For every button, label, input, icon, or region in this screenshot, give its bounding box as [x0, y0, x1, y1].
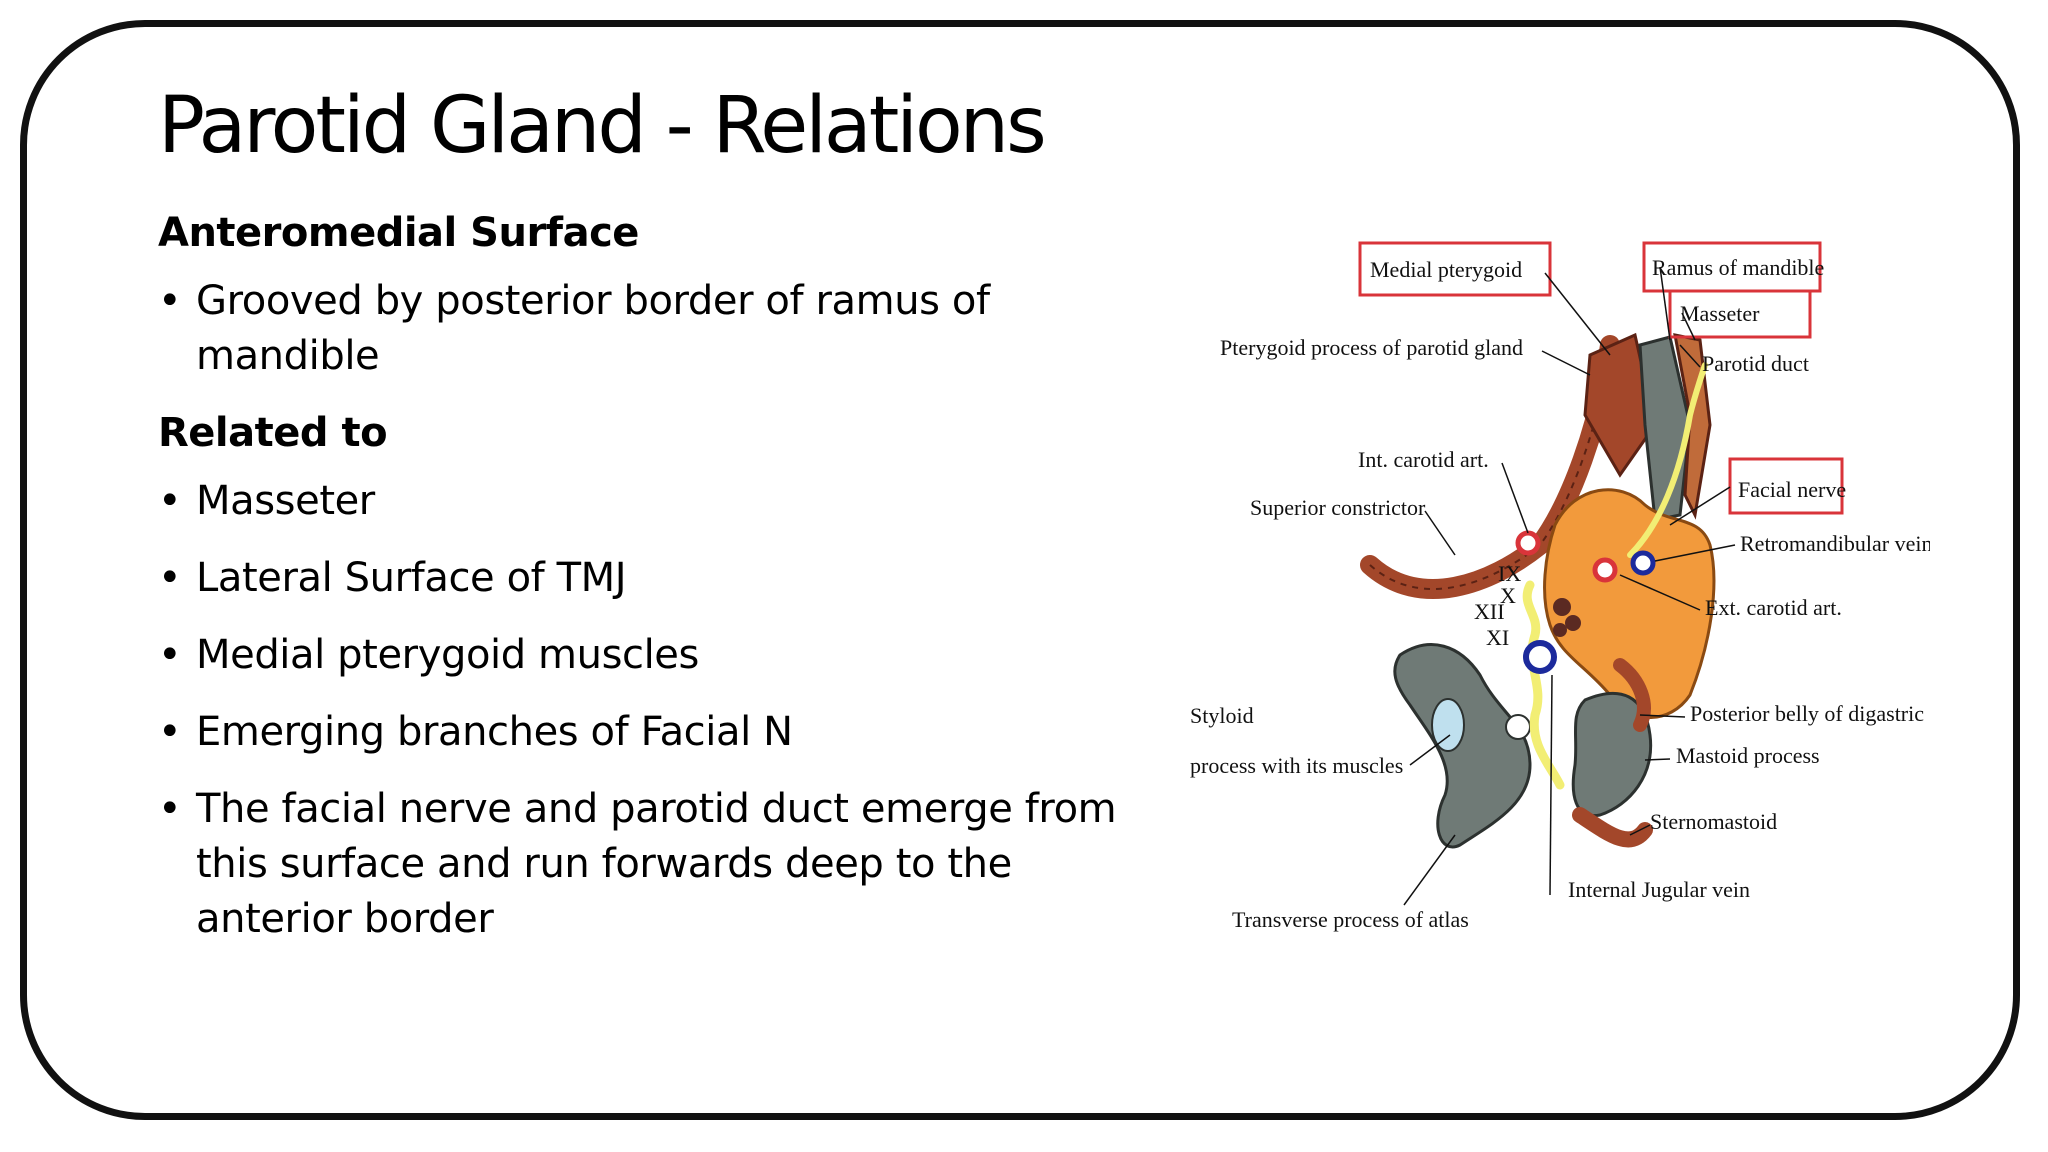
bullet-item: • Medial pterygoid muscles [158, 628, 1118, 683]
bullet-item: • Grooved by posterior border of ramus of… [158, 274, 1118, 384]
leader-medial-pterygoid [1544, 272, 1611, 356]
bullet-item: • Masseter [158, 474, 1118, 529]
bullet-item: • The facial nerve and parotid duct emerg… [158, 782, 1118, 947]
leader-styloid [1409, 734, 1451, 766]
leader-int-carotid [1501, 462, 1529, 534]
label-internal-jugular: Internal Jugular vein [1568, 877, 1750, 902]
bullet-item: • Lateral Surface of TMJ [158, 551, 1118, 606]
label-parotid-duct: Parotid duct [1702, 351, 1809, 376]
label-superior-constrictor: Superior constrictor [1250, 495, 1426, 520]
bullet-glyph: • [158, 478, 182, 524]
int-carotid-ring [1515, 530, 1541, 556]
atlas-foramen-shape [1431, 698, 1465, 752]
leader-superior-constrictor [1424, 510, 1456, 556]
styloid-bone-shape [1393, 643, 1532, 849]
label-posterior-belly-digastric: Posterior belly of digastric [1690, 701, 1924, 726]
leader-ramus [1659, 266, 1671, 341]
label-facial-nerve: Facial nerve [1738, 477, 1846, 502]
medial-pterygoid-shape [1583, 332, 1657, 478]
internal-jugular-ring [1523, 640, 1557, 674]
nerve-bundle-dot-3 [1553, 623, 1567, 637]
diagram-svg: Medial pterygoid Ramus of mandible Masse… [1190, 241, 1932, 932]
label-cn-x: X [1500, 583, 1516, 608]
bullet-list-anteromedial: • Grooved by posterior border of ramus of… [158, 274, 1118, 384]
nerves-shape [1522, 580, 1565, 790]
label-retromandibular-vein: Retromandibular vein [1740, 531, 1930, 556]
leader-transverse-process [1403, 834, 1456, 906]
leader-sternomastoid [1629, 824, 1651, 836]
label-cn-xii: XII [1474, 599, 1505, 624]
bullet-text: Emerging branches of Facial N [196, 709, 793, 755]
leader-mastoid [1644, 758, 1671, 761]
facial-nerve-box [1728, 457, 1844, 515]
section-heading-anteromedial: Anteromedial Surface [158, 210, 639, 256]
label-int-carotid: Int. carotid art. [1358, 447, 1489, 472]
label-ext-carotid: Ext. carotid art. [1705, 595, 1842, 620]
label-medial-pterygoid: Medial pterygoid [1370, 257, 1522, 282]
label-ramus-of-mandible: Ramus of mandible [1652, 255, 1824, 280]
bullet-glyph: • [158, 278, 182, 324]
slide-content: Anteromedial Surface • Grooved by posteri… [158, 210, 1118, 969]
digastric-shape [1613, 658, 1651, 732]
leader-masseter [1681, 312, 1696, 341]
leader-pterygoid-process [1541, 350, 1591, 376]
leader-ext-carotid [1619, 574, 1701, 611]
bullet-item: • Emerging branches of Facial N [158, 705, 1118, 760]
nerve-bundle-dot-2 [1565, 615, 1581, 631]
bullet-text: Grooved by posterior border of ramus of … [196, 278, 990, 379]
leader-digastric [1639, 714, 1686, 718]
label-cn-ix: IX [1498, 561, 1521, 586]
section-heading-related: Related to [158, 410, 388, 456]
sternomastoid-shape [1572, 807, 1653, 848]
label-transverse-process: Transverse process of atlas [1232, 907, 1469, 932]
label-pterygoid-process: Pterygoid process of parotid gland [1220, 335, 1523, 360]
leader-lines [1403, 266, 1736, 906]
bullet-text: Medial pterygoid muscles [196, 632, 699, 678]
bullet-text: Masseter [196, 478, 375, 524]
bullet-text: The facial nerve and parotid duct emerge… [196, 786, 1117, 942]
parotid-relations-diagram: Medial pterygoid Ramus of mandible Masse… [1190, 225, 1932, 965]
parotid-gland-shape [1543, 488, 1716, 719]
bullet-glyph: • [158, 709, 182, 755]
label-cn-xi: XI [1486, 625, 1509, 650]
slide-frame [20, 20, 2020, 1120]
bullet-glyph: • [158, 632, 182, 678]
label-masseter: Masseter [1680, 301, 1760, 326]
leader-facial-nerve [1669, 486, 1731, 526]
medial-pterygoid-box [1358, 241, 1552, 297]
styloid-hole-shape [1505, 714, 1531, 740]
label-process-with-muscles: process with its muscles [1190, 753, 1403, 778]
label-sternomastoid: Sternomastoid [1650, 809, 1777, 834]
label-styloid: Styloid [1190, 703, 1254, 728]
label-mastoid-process: Mastoid process [1676, 743, 1820, 768]
leader-retromandibular [1654, 544, 1736, 562]
facial-nerve-shape [1627, 362, 1708, 558]
nerve-bundle-dot-1 [1553, 598, 1571, 616]
leader-internal-jugular [1549, 674, 1553, 896]
bullet-glyph: • [158, 555, 182, 601]
ext-carotid-ring [1592, 557, 1618, 583]
masseter-box [1668, 289, 1812, 339]
bullet-list-related: • Masseter • Lateral Surface of TMJ • Media… [158, 474, 1118, 947]
bullet-glyph: • [158, 786, 182, 832]
retromandibular-ring [1630, 550, 1656, 576]
leader-parotid-duct [1679, 344, 1701, 368]
bullet-text: Lateral Surface of TMJ [196, 555, 627, 601]
slide-title: Parotid Gland - Relations [158, 81, 1047, 171]
